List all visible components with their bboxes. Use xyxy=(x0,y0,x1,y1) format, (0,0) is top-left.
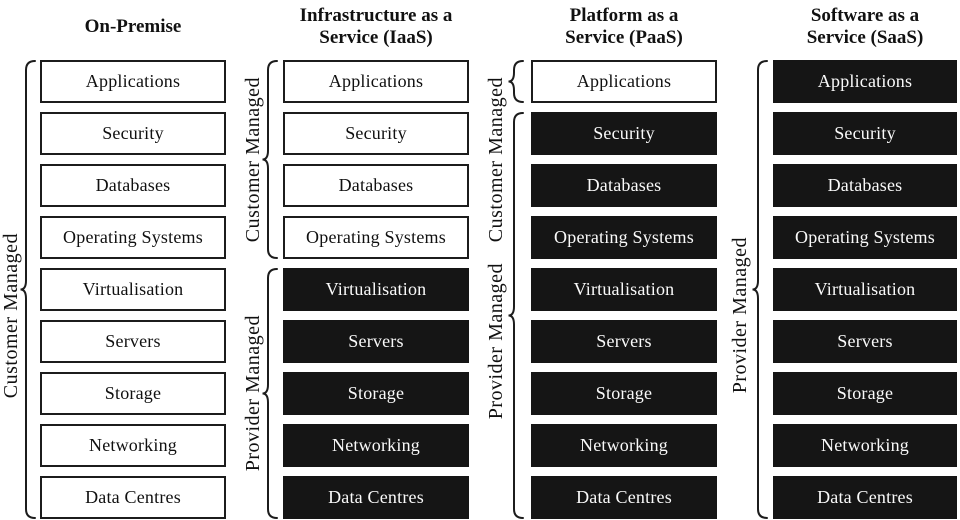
layer-box-on-premise-security: Security xyxy=(40,112,226,155)
layer-box-label: Networking xyxy=(332,435,420,455)
column-title-line: Software as a xyxy=(810,5,920,26)
layer-box-label: Servers xyxy=(837,331,893,351)
customer-managed-brace xyxy=(20,60,36,519)
layer-box-label: Storage xyxy=(595,383,653,403)
column-title-on-premise: On-Premise xyxy=(40,1,226,53)
layer-box-label: Virtualisation xyxy=(82,279,184,299)
side-label-text: Customer Managed xyxy=(0,232,22,399)
layer-box-label: Virtualisation xyxy=(325,279,427,299)
layer-box-iaas-virtualisation: Virtualisation xyxy=(283,268,469,311)
provider-managed-brace xyxy=(752,60,768,519)
layer-box-label: Security xyxy=(102,123,164,143)
layer-box-on-premise-storage: Storage xyxy=(40,372,226,415)
layer-box-saas-servers: Servers xyxy=(773,320,957,363)
layer-box-iaas-security: Security xyxy=(283,112,469,155)
layer-box-iaas-servers: Servers xyxy=(283,320,469,363)
layer-box-iaas-applications: Applications xyxy=(283,60,469,103)
layer-box-label: Applications xyxy=(576,71,672,91)
layer-box-on-premise-virtualisation: Virtualisation xyxy=(40,268,226,311)
layer-box-label: Servers xyxy=(105,331,161,351)
layer-box-paas-data-centres: Data Centres xyxy=(531,476,717,519)
layer-box-on-premise-databases: Databases xyxy=(40,164,226,207)
layer-box-label: Servers xyxy=(596,331,652,351)
side-label-text: Provider Managed xyxy=(484,263,507,420)
layer-box-label: Networking xyxy=(580,435,668,455)
layer-box-paas-databases: Databases xyxy=(531,164,717,207)
layer-box-label: Operating Systems xyxy=(63,227,203,247)
layer-box-label: Applications xyxy=(85,71,181,91)
layer-box-label: Networking xyxy=(821,435,909,455)
layer-box-label: Data Centres xyxy=(576,487,672,507)
layer-box-label: Servers xyxy=(348,331,404,351)
layer-box-paas-storage: Storage xyxy=(531,372,717,415)
layer-box-label: Applications xyxy=(328,71,424,91)
column-title-line: Infrastructure as a xyxy=(299,5,453,26)
provider-managed-brace xyxy=(262,268,278,519)
column-title-line: Service (PaaS) xyxy=(565,27,683,48)
layer-box-label: Security xyxy=(834,123,896,143)
side-label-text: Provider Managed xyxy=(241,315,264,472)
provider-managed-label: Provider Managed xyxy=(727,164,753,467)
layer-box-saas-operating-systems: Operating Systems xyxy=(773,216,957,259)
provider-managed-label: Provider Managed xyxy=(483,216,509,467)
layer-box-label: Operating Systems xyxy=(306,227,446,247)
layer-box-paas-networking: Networking xyxy=(531,424,717,467)
layer-box-paas-applications: Applications xyxy=(531,60,717,103)
layer-box-saas-databases: Databases xyxy=(773,164,957,207)
layer-box-paas-security: Security xyxy=(531,112,717,155)
layer-box-label: Storage xyxy=(104,383,162,403)
layer-box-on-premise-servers: Servers xyxy=(40,320,226,363)
layer-box-paas-virtualisation: Virtualisation xyxy=(531,268,717,311)
layer-box-iaas-operating-systems: Operating Systems xyxy=(283,216,469,259)
customer-managed-label: Customer Managed xyxy=(240,60,266,259)
layer-box-label: Security xyxy=(345,123,407,143)
column-title-line: Service (SaaS) xyxy=(806,27,924,48)
provider-managed-brace xyxy=(508,112,524,519)
layer-box-saas-networking: Networking xyxy=(773,424,957,467)
column-title-line: Platform as a xyxy=(569,5,679,26)
column-title-line: Service (IaaS) xyxy=(319,27,433,48)
layer-box-paas-operating-systems: Operating Systems xyxy=(531,216,717,259)
layer-box-on-premise-networking: Networking xyxy=(40,424,226,467)
layer-box-label: Operating Systems xyxy=(554,227,694,247)
layer-box-on-premise-operating-systems: Operating Systems xyxy=(40,216,226,259)
column-title-line: On-Premise xyxy=(84,16,182,37)
layer-box-saas-data-centres: Data Centres xyxy=(773,476,957,519)
layer-box-saas-applications: Applications xyxy=(773,60,957,103)
layer-box-saas-storage: Storage xyxy=(773,372,957,415)
layer-box-iaas-networking: Networking xyxy=(283,424,469,467)
layer-box-label: Security xyxy=(593,123,655,143)
layer-box-label: Virtualisation xyxy=(814,279,916,299)
layer-box-iaas-databases: Databases xyxy=(283,164,469,207)
layer-box-label: Virtualisation xyxy=(573,279,675,299)
layer-box-saas-security: Security xyxy=(773,112,957,155)
layer-box-label: Data Centres xyxy=(85,487,181,507)
layer-box-label: Storage xyxy=(836,383,894,403)
layer-box-label: Databases xyxy=(586,175,662,195)
layer-box-label: Data Centres xyxy=(817,487,913,507)
layer-box-label: Databases xyxy=(95,175,171,195)
layer-box-iaas-storage: Storage xyxy=(283,372,469,415)
side-label-text: Customer Managed xyxy=(241,76,264,243)
layer-box-label: Data Centres xyxy=(328,487,424,507)
layer-box-label: Storage xyxy=(347,383,405,403)
layer-box-label: Operating Systems xyxy=(795,227,935,247)
side-label-text: Provider Managed xyxy=(728,237,751,394)
layer-box-on-premise-data-centres: Data Centres xyxy=(40,476,226,519)
layer-box-label: Networking xyxy=(89,435,177,455)
customer-managed-label: Customer Managed xyxy=(0,164,24,467)
customer-managed-brace xyxy=(508,60,524,103)
layer-box-label: Applications xyxy=(817,71,913,91)
layer-box-paas-servers: Servers xyxy=(531,320,717,363)
provider-managed-label: Provider Managed xyxy=(240,268,266,519)
layer-box-iaas-data-centres: Data Centres xyxy=(283,476,469,519)
layer-box-on-premise-applications: Applications xyxy=(40,60,226,103)
layer-box-label: Databases xyxy=(338,175,414,195)
layer-box-label: Databases xyxy=(827,175,903,195)
customer-managed-brace xyxy=(262,60,278,259)
layer-box-saas-virtualisation: Virtualisation xyxy=(773,268,957,311)
